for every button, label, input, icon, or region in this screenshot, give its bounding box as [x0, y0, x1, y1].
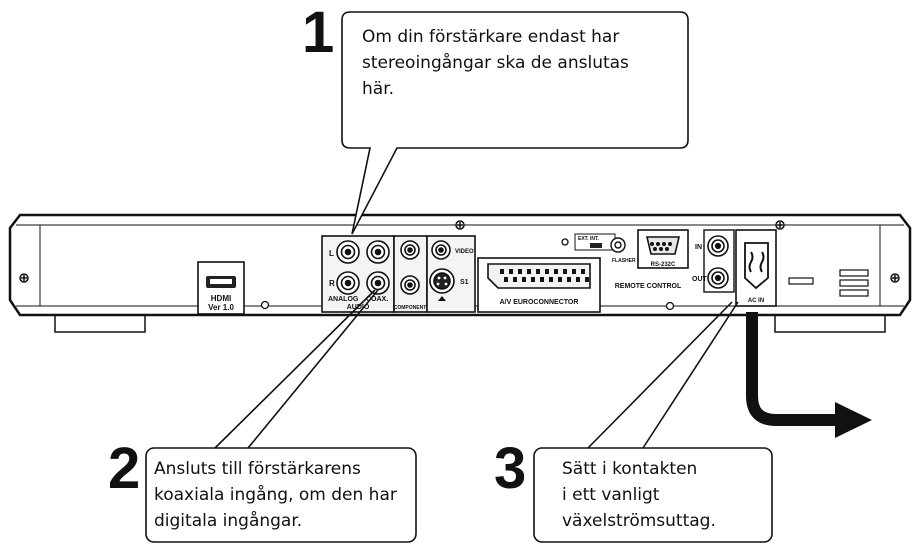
power-cord	[746, 312, 872, 438]
callout-2-line-1: Ansluts till förstärkarens	[154, 459, 361, 479]
jack-s-video	[429, 268, 455, 294]
scart-pin	[572, 269, 576, 274]
vent-slots	[788, 269, 869, 297]
analog-label: ANALOG	[328, 296, 359, 303]
scart-pin	[576, 277, 580, 282]
scart-pin	[554, 269, 558, 274]
component-block: COMPONENT	[393, 235, 428, 313]
scart-pin	[518, 269, 522, 274]
coax-label: COAX.	[366, 296, 388, 303]
audio-block: L R ANALOG COAX. AUDIO	[321, 235, 395, 313]
video-label: VIDEO	[455, 249, 474, 255]
label-l: L	[329, 249, 334, 258]
flasher-in-label: FLASHER IN	[612, 258, 642, 264]
jack-remote-out	[707, 267, 729, 289]
hdmi-port: HDMI Ver 1.0	[197, 261, 245, 315]
scart-pin	[549, 277, 553, 282]
screw-right	[890, 273, 900, 283]
ext-int-label: EXT. INT.	[578, 236, 599, 242]
jack-audio-l	[336, 240, 360, 264]
rs232c-label: RS-232C	[651, 262, 676, 268]
callout-3-line-2: i ett vanligt	[562, 485, 660, 505]
callout-1-text: Om din förstärkare endast har stereoingå…	[362, 24, 629, 102]
screw-ac	[775, 220, 785, 230]
callout-2-bubble	[145, 289, 417, 543]
euroconnector-port: A/V EUROCONNECTOR	[477, 257, 601, 313]
callout-1-line-2: stereoingångar ska de anslutas	[362, 53, 629, 73]
jack-video	[431, 240, 451, 260]
callout-2-line-2: koaxiala ingång, om den har	[154, 485, 397, 505]
callout-3-line-3: växelströmsuttag.	[562, 511, 716, 531]
jack-coax	[366, 240, 390, 264]
scart-pin	[585, 277, 589, 282]
scart-pin	[509, 269, 513, 274]
hdmi-version-label: Ver 1.0	[208, 303, 234, 312]
callout-1-number: 1	[302, 0, 335, 65]
remote-area: EXT. INT. FLASHER IN RS-232C IN OUT REMO…	[574, 229, 735, 293]
scart-pin	[558, 277, 562, 282]
callout-3-bubble	[533, 301, 773, 543]
scart-pin	[567, 277, 571, 282]
scart-pin	[536, 269, 540, 274]
ac-in-label: AC IN	[748, 298, 764, 304]
callout-1-line-1: Om din förstärkare endast har	[362, 27, 620, 47]
callout-3-line-1: Sätt i kontakten	[562, 459, 698, 479]
remote-in-label: IN	[695, 244, 702, 251]
scart-pin	[504, 277, 508, 282]
jack-audio-r	[336, 271, 360, 295]
callout-3-text: Sätt i kontakten i ett vanligt växelströ…	[562, 456, 716, 534]
hdmi-label: HDMI	[211, 294, 231, 303]
scart-pin	[500, 269, 504, 274]
ac-in-port: AC IN	[735, 229, 777, 307]
small-holes	[260, 238, 675, 311]
s-video-label: S1	[460, 279, 469, 286]
jack-coax-2	[366, 271, 390, 295]
scart-pin	[531, 277, 535, 282]
callout-2-line-3: digitala ingångar.	[154, 511, 303, 531]
jack-remote-in	[707, 235, 729, 257]
scart-pin	[522, 277, 526, 282]
label-r: R	[329, 279, 335, 288]
remote-out-label: OUT	[692, 276, 708, 283]
callout-3-number: 3	[494, 436, 527, 501]
screw-top-center	[455, 220, 465, 230]
scart-pin	[563, 269, 567, 274]
callout-2-number: 2	[108, 436, 141, 501]
euroconnector-label: A/V EUROCONNECTOR	[500, 299, 579, 306]
scart-pin	[581, 269, 585, 274]
remote-control-label: REMOTE CONTROL	[615, 283, 682, 290]
scart-pin	[545, 269, 549, 274]
jack-flasher-in	[610, 237, 626, 253]
video-block: VIDEO S1	[426, 235, 476, 313]
component-label: COMPONENT	[394, 305, 427, 311]
scart-pin	[540, 277, 544, 282]
callout-1-bubble	[341, 11, 689, 235]
scart-pin	[513, 277, 517, 282]
callout-1-line-3: här.	[362, 79, 395, 99]
rs232c-port	[637, 229, 689, 269]
screw-left	[19, 273, 29, 283]
callout-2-text: Ansluts till förstärkarens koaxiala ingå…	[154, 456, 397, 534]
scart-pin	[527, 269, 531, 274]
